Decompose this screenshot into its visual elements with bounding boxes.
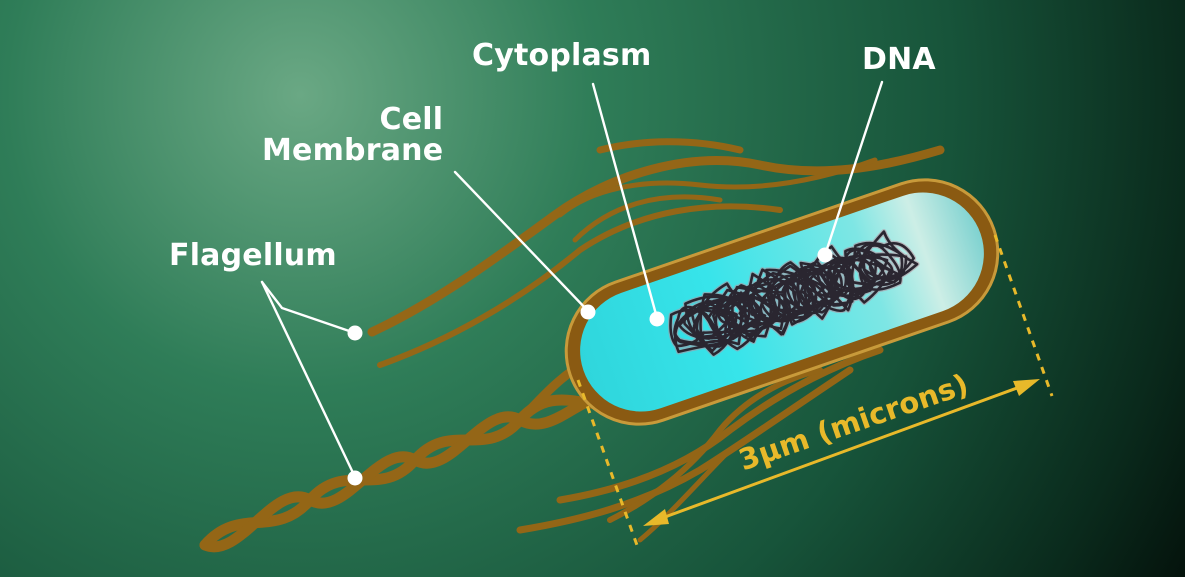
flagellum-strand	[516, 366, 854, 534]
dot-flagellum-upper	[347, 325, 363, 341]
pointer-membrane	[453, 170, 590, 313]
pointer-flagellum-2	[260, 280, 357, 479]
pointer-dots	[347, 247, 833, 486]
scale-arrowhead-left	[643, 509, 669, 526]
flagellum-strand	[596, 138, 744, 154]
scale-guide-left	[576, 379, 640, 549]
scale-arrow-line	[653, 382, 1029, 523]
pointer-lines	[260, 80, 884, 479]
flagellum-strand	[377, 203, 783, 368]
scale-arrowhead-right	[1013, 379, 1040, 396]
flagellum-helix	[199, 390, 626, 553]
dot-membrane	[580, 304, 596, 320]
scale-guide-right	[993, 234, 1054, 397]
scale-bar	[576, 234, 1054, 549]
label-cell-membrane-line1: Cell	[379, 102, 444, 137]
label-flagellum: Flagellum	[169, 238, 337, 273]
dot-cytoplasm	[649, 311, 665, 327]
dna-strand	[669, 230, 919, 356]
label-cytoplasm: Cytoplasm	[472, 38, 652, 73]
flagellum-strand	[557, 157, 878, 218]
label-cell-membrane: Cell Membrane	[262, 104, 443, 166]
pointer-flagellum	[260, 280, 357, 335]
dna-tangle	[667, 229, 920, 358]
flagellum-strand	[572, 194, 723, 243]
flagellum-strand	[607, 367, 823, 523]
dot-flagellum-lower	[347, 470, 363, 486]
label-cell-membrane-line2: Membrane	[262, 133, 444, 168]
label-dna: DNA	[862, 42, 936, 77]
dot-dna	[817, 247, 833, 263]
flagellum-strand	[637, 447, 733, 543]
pointer-dna	[823, 80, 884, 257]
pointer-cytoplasm	[591, 82, 659, 320]
